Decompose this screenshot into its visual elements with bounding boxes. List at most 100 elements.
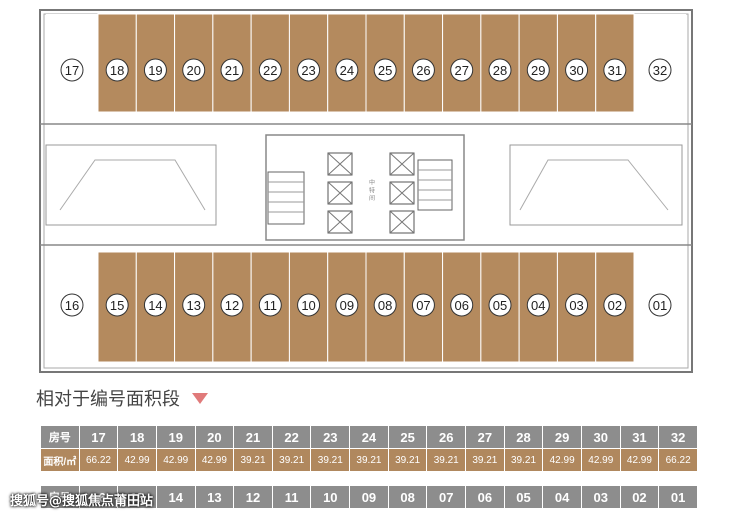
- right-wing-outline: [519, 159, 669, 211]
- room-number-cell: 12: [233, 485, 273, 509]
- room-number-cell: 08: [387, 485, 428, 509]
- room-number-cell: 29: [542, 425, 582, 449]
- area-value-cell: 42.99: [580, 448, 621, 472]
- bottom-unit-number-02: 02: [608, 298, 622, 313]
- top-unit-marker-27: [450, 58, 474, 82]
- room-number-cell: 28: [503, 425, 544, 449]
- room-number-cell: 15: [117, 485, 157, 509]
- top-unit-number-30: 30: [569, 63, 583, 78]
- bottom-unit-number-07: 07: [416, 298, 430, 313]
- left-wing-room: [45, 144, 217, 226]
- table-header-label: 房号: [40, 485, 80, 509]
- room-number-cell: 10: [310, 485, 351, 509]
- bottom-unit-number-13: 13: [186, 298, 200, 313]
- bottom-unit-marker-08: [373, 293, 397, 317]
- top-unit-marker-26: [411, 58, 435, 82]
- top-unit-number-32: 32: [653, 63, 667, 78]
- top-unit-number-29: 29: [531, 63, 545, 78]
- room-number-cell: 18: [117, 425, 157, 449]
- room-number-cell: 04: [542, 485, 582, 509]
- bottom-unit-number-08: 08: [378, 298, 392, 313]
- bottom-unit-marker-06: [450, 293, 474, 317]
- top-unit-marker-32: [648, 58, 672, 82]
- room-number-cell: 23: [310, 425, 351, 449]
- room-number-cell: 21: [233, 425, 273, 449]
- top-unit-number-25: 25: [378, 63, 392, 78]
- top-unit-number-23: 23: [301, 63, 315, 78]
- area-value-cell: 39.21: [503, 448, 544, 472]
- room-number-cell: 24: [349, 425, 389, 449]
- room-number-cell: 07: [426, 485, 467, 509]
- room-number-cell: 17: [78, 425, 119, 449]
- service-core: [265, 134, 465, 241]
- bottom-unit-marker-04: [526, 293, 550, 317]
- area-value-cell: 42.99: [155, 448, 196, 472]
- area-value-cell: 42.99: [194, 448, 235, 472]
- top-unit-number-19: 19: [148, 63, 162, 78]
- top-unit-marker-22: [258, 58, 282, 82]
- area-value-cell: 66.22: [658, 448, 698, 472]
- top-unit-marker-25: [373, 58, 397, 82]
- room-number-cell: 25: [387, 425, 428, 449]
- top-unit-marker-19: [143, 58, 167, 82]
- table-area-label: 面积/㎡: [40, 448, 80, 472]
- bottom-unit-number-14: 14: [148, 298, 162, 313]
- bottom-unit-number-11: 11: [264, 298, 278, 313]
- bottom-unit-number-03: 03: [569, 298, 583, 313]
- top-unit-number-17: 17: [65, 63, 79, 78]
- bottom-unit-number-09: 09: [340, 298, 354, 313]
- top-unit-marker-29: [526, 58, 550, 82]
- top-unit-number-27: 27: [454, 63, 468, 78]
- room-number-cell: 06: [465, 485, 505, 509]
- bottom-unit-number-04: 04: [531, 298, 545, 313]
- top-unit-number-22: 22: [263, 63, 277, 78]
- bottom-unit-marker-01: [648, 293, 672, 317]
- area-value-cell: 39.21: [349, 448, 389, 472]
- area-value-cell: 39.21: [310, 448, 351, 472]
- area-value-cell: 66.22: [78, 448, 119, 472]
- bottom-unit-marker-09: [335, 293, 359, 317]
- bottom-unit-number-15: 15: [110, 298, 124, 313]
- room-number-cell: 02: [619, 485, 660, 509]
- room-number-cell: 27: [465, 425, 505, 449]
- area-value-cell: 39.21: [465, 448, 505, 472]
- top-unit-marker-28: [488, 58, 512, 82]
- room-number-cell: 30: [580, 425, 621, 449]
- area-value-cell: 39.21: [426, 448, 467, 472]
- room-number-cell: 31: [619, 425, 660, 449]
- area-heading-text: 相对于编号面积段: [36, 389, 180, 410]
- room-number-cell: 05: [503, 485, 544, 509]
- top-unit-marker-31: [603, 58, 627, 82]
- stair-left: [267, 171, 305, 225]
- bottom-unit-number-01: 01: [653, 298, 667, 313]
- bottom-unit-marker-14: [143, 293, 167, 317]
- room-number-cell: 03: [580, 485, 621, 509]
- area-heading: 相对于编号面积段: [36, 385, 208, 411]
- top-unit-number-21: 21: [225, 63, 239, 78]
- bottom-unit-number-10: 10: [301, 298, 315, 313]
- room-number-cell: 19: [155, 425, 196, 449]
- top-unit-marker-21: [220, 58, 244, 82]
- room-number-cell: 11: [271, 485, 312, 509]
- bottom-unit-marker-10: [297, 293, 321, 317]
- top-unit-number-26: 26: [416, 63, 430, 78]
- down-triangle-icon: [192, 392, 208, 404]
- bottom-unit-marker-13: [182, 293, 206, 317]
- bottom-unit-marker-15: [105, 293, 129, 317]
- area-value-cell: 39.21: [233, 448, 273, 472]
- bottom-unit-number-05: 05: [493, 298, 507, 313]
- room-number-cell: 20: [194, 425, 235, 449]
- bottom-unit-marker-11: [258, 293, 282, 317]
- top-unit-marker-24: [335, 58, 359, 82]
- top-unit-number-28: 28: [493, 63, 507, 78]
- area-value-cell: 39.21: [271, 448, 312, 472]
- room-number-cell: 01: [658, 485, 698, 509]
- top-unit-marker-17: [60, 58, 84, 82]
- bottom-unit-number-06: 06: [454, 298, 468, 313]
- area-value-cell: 42.99: [619, 448, 660, 472]
- elevator-group-right: [389, 152, 415, 234]
- corridor-label: 中 特 间: [368, 178, 375, 202]
- outer-wall: [39, 9, 693, 373]
- bottom-unit-marker-03: [565, 293, 589, 317]
